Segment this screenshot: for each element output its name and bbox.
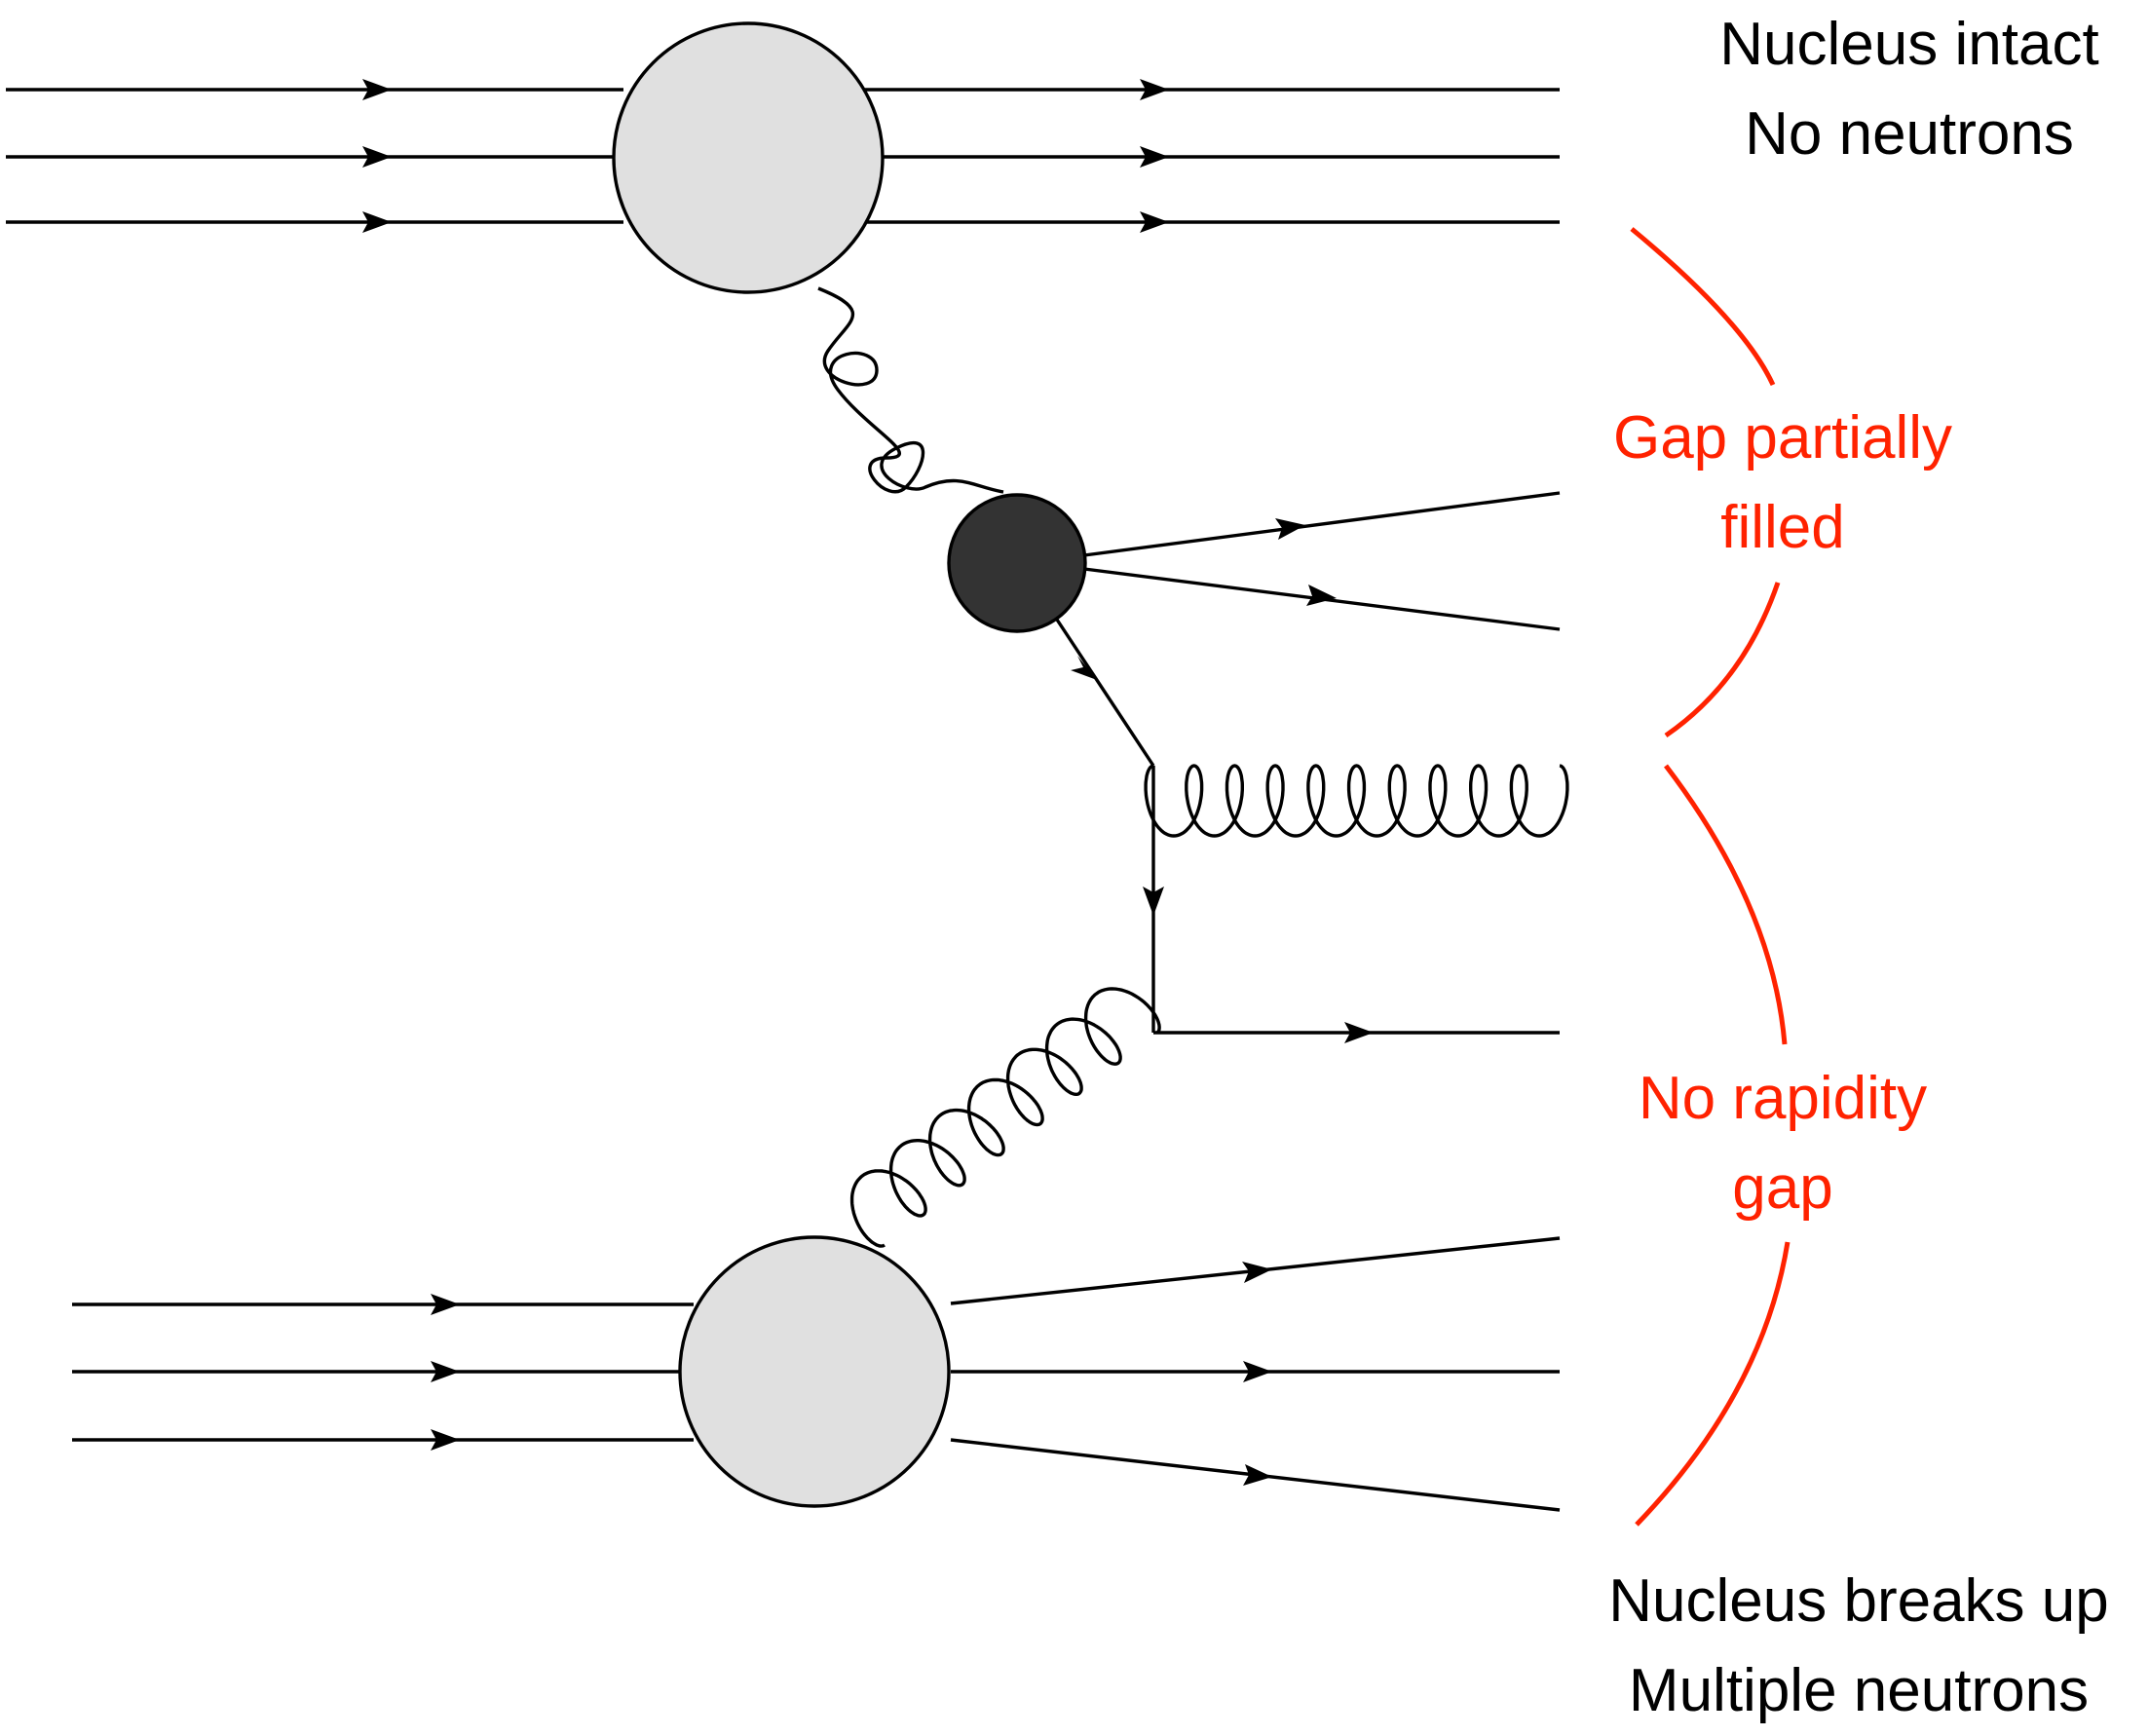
arrow-head	[1140, 79, 1169, 100]
gap-partially-filled-bracket-upper	[1630, 227, 1776, 387]
top-label-line2: No neutrons	[1745, 100, 2074, 168]
bottom-incoming-lines	[72, 1294, 694, 1451]
quark-line-diagonal	[1055, 619, 1155, 767]
arrow-head	[1140, 146, 1169, 168]
gluon-outgoing	[1144, 764, 1569, 838]
arrow-head	[1344, 1022, 1374, 1043]
arrow-head	[362, 146, 392, 168]
vertex-outgoing-lines	[1083, 491, 1561, 631]
gap-partially-filled-bracket-lower	[1664, 582, 1781, 738]
top-annotation: Nucleus intact No neutrons	[1656, 0, 2149, 179]
vertex-outgoing-line-1	[1083, 491, 1561, 557]
gap-label-line1: Gap partially	[1612, 404, 1953, 472]
arrow-head	[362, 211, 392, 233]
arrow-head	[1071, 656, 1097, 680]
arrow-head	[1275, 518, 1305, 540]
top-outgoing-lines	[857, 79, 1560, 233]
top-incoming-lines	[6, 79, 623, 233]
arrow-head	[1243, 1361, 1272, 1382]
arrow-head	[1242, 1262, 1272, 1283]
top-label-line1: Nucleus intact	[1719, 11, 2099, 78]
quark-propagator	[1055, 619, 1560, 1043]
bottom-label-line2: Multiple neutrons	[1628, 1657, 2090, 1724]
gluon-exchanged	[849, 987, 1161, 1248]
arrow-head	[1143, 887, 1164, 916]
arrow-head	[431, 1294, 460, 1315]
no-rapidity-annotation: No rapidity gap	[1539, 1054, 2026, 1233]
no-rapidity-gap-bracket-upper	[1664, 764, 1788, 1045]
bottom-annotation: Nucleus breaks up Multiple neutrons	[1568, 1557, 2149, 1736]
no-rapidity-label-line1: No rapidity	[1638, 1065, 1928, 1132]
arrow-head	[1140, 211, 1169, 233]
no-rapidity-gap-bracket-lower	[1635, 1241, 1791, 1527]
photon-line	[817, 286, 1004, 494]
arrow-head	[431, 1361, 460, 1382]
gap-annotation: Gap partially filled	[1539, 394, 2026, 573]
arrow-head	[362, 79, 392, 100]
top-nucleus	[612, 21, 885, 294]
gap-label-line2: filled	[1720, 494, 1845, 561]
bottom-label-line1: Nucleus breaks up	[1608, 1567, 2109, 1635]
vertex-blob	[947, 493, 1087, 633]
arrow-head	[1306, 585, 1337, 606]
arrow-head	[431, 1429, 460, 1451]
arrow-head	[1243, 1464, 1272, 1486]
bottom-outgoing-lines	[950, 1236, 1561, 1512]
no-rapidity-label-line2: gap	[1732, 1154, 1833, 1222]
bottom-nucleus	[678, 1235, 951, 1508]
